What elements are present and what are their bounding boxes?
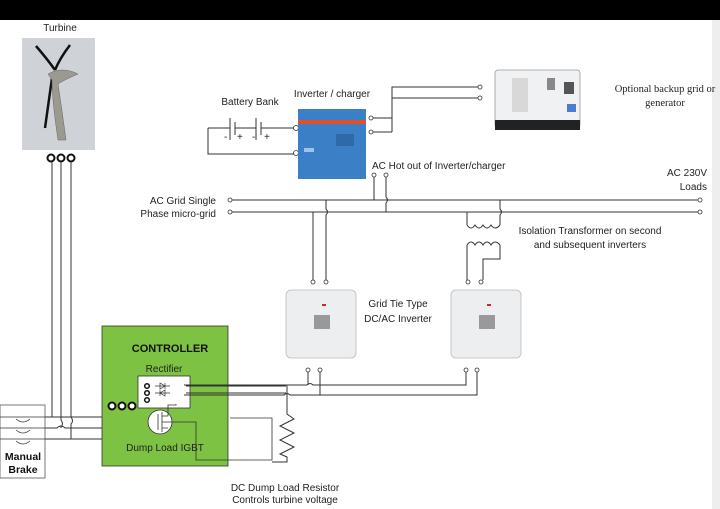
controller-input-terminals (107, 401, 137, 411)
battery-minus-1: - (224, 132, 227, 143)
turbine-image (22, 38, 95, 150)
ac-grid-label-line2: Phase micro-grid (140, 209, 216, 220)
backup-label-line1: Optional backup grid or (615, 84, 716, 95)
right-edge-strip (712, 20, 720, 509)
ac-loads-label-line2: Loads (680, 182, 707, 193)
turbine-label: Turbine (43, 23, 77, 34)
gridtie-label-line1: Grid Tie Type (368, 299, 428, 310)
gridtie-label-line2: DC/AC Inverter (364, 314, 432, 325)
gridtie-1-ac-wires (310, 200, 329, 285)
igbt-symbol (147, 404, 273, 461)
battery-minus-2: - (252, 132, 255, 143)
backup-label-line2: generator (645, 98, 685, 109)
isolation-transformer (465, 200, 502, 285)
battery-bank-symbol (207, 118, 299, 156)
gridtie-inverter-1 (285, 289, 357, 359)
isolation-label-line2: and subsequent inverters (534, 240, 646, 251)
battery-bank-label: Battery Bank (221, 97, 279, 108)
ac-bus (227, 197, 703, 215)
ac-grid-label-line1: AC Grid Single (150, 196, 217, 207)
turbine-terminals (46, 153, 76, 163)
rectifier-label: Rectifier (146, 364, 183, 375)
top-bar (0, 0, 720, 20)
inverter-charger-label: Inverter / charger (294, 89, 371, 100)
manual-brake-label-line2: Brake (8, 464, 37, 476)
igbt-label: Dump Load IGBT (126, 443, 204, 454)
controller-box (101, 325, 229, 467)
ac-hot-label: AC Hot out of Inverter/charger (372, 161, 506, 172)
dump-load-resistor (272, 385, 296, 463)
controller-label: CONTROLLER (132, 343, 208, 355)
resistor-label-line2: Controls turbine voltage (232, 495, 338, 506)
manual-brake-box (0, 404, 46, 479)
gridtie-inverter-2 (450, 289, 522, 359)
ac-loads-label-line1: AC 230V (667, 168, 707, 179)
manual-brake-label-line1: Manual (5, 451, 41, 463)
battery-plus-1: + (237, 132, 243, 143)
generator-wires (368, 84, 483, 135)
inverter-charger-image (298, 109, 366, 179)
battery-plus-2: + (264, 132, 270, 143)
resistor-label-line1: DC Dump Load Resistor (231, 483, 340, 494)
generator-image (494, 69, 581, 130)
ac-hot-wires (371, 172, 389, 212)
isolation-label-line1: Isolation Transformer on second (519, 226, 662, 237)
rectifier-block (137, 375, 191, 409)
